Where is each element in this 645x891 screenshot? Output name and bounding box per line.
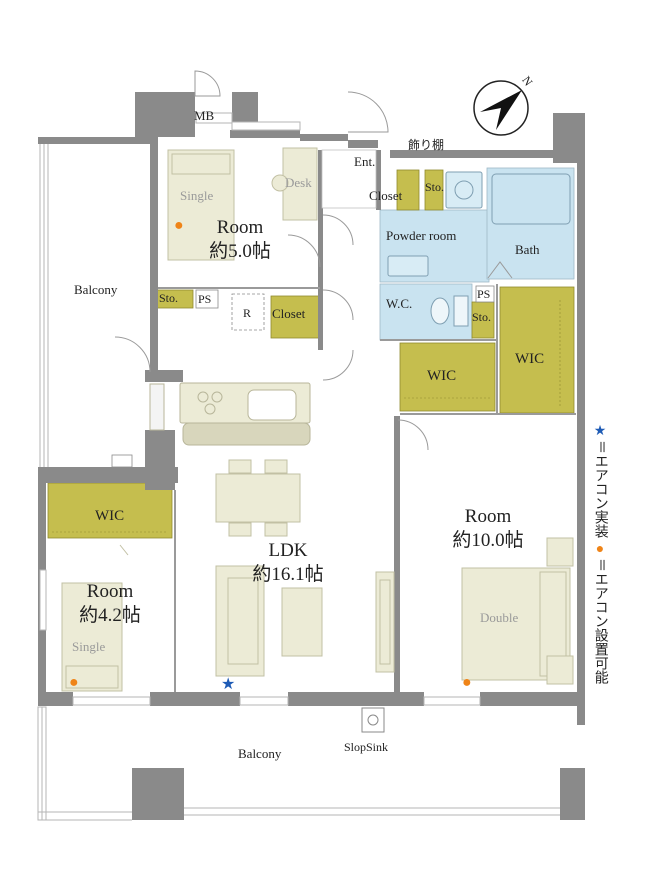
closet-entrance-label: Closet — [369, 188, 403, 203]
fridge-space — [231, 293, 265, 331]
wic-west — [47, 482, 173, 539]
balcony-west-label: Balcony — [74, 282, 118, 297]
powder-room-label: Powder room — [386, 228, 457, 243]
ac-possible-marker-west: ● — [69, 674, 79, 691]
kitchen — [149, 382, 311, 446]
ldk-size: 約16.1帖 — [252, 564, 324, 585]
room-east-furniture — [461, 537, 574, 685]
bath-label: Bath — [515, 242, 540, 257]
legend-star-icon: ★ — [593, 424, 607, 439]
ac-possible-marker-north: ● — [174, 217, 184, 234]
legend-dot-text: ＝エアコン設置可能 — [592, 557, 608, 684]
room-north-furniture — [167, 147, 318, 261]
room-east-title: Room 約10.0帖 — [440, 505, 536, 553]
storage-wc-label: Sto. — [472, 310, 492, 324]
storage-entrance — [424, 169, 444, 211]
ps-box-wc — [475, 285, 495, 303]
ps-box-north — [195, 289, 219, 309]
room-west-title: Room 約4.2帖 — [70, 580, 150, 628]
closet-entrance — [396, 169, 420, 211]
legend-star-text: ＝エアコン実装 — [592, 439, 608, 538]
storage-north-label: Sto. — [159, 291, 179, 305]
legend: ★ ＝エアコン実装 ● ＝エアコン設置可能 — [590, 424, 610, 688]
walls — [38, 92, 585, 820]
closets — [47, 169, 575, 539]
wc-label: W.C. — [386, 296, 413, 311]
balcony-west-outline — [39, 137, 49, 469]
wic-east — [499, 286, 575, 414]
compass — [473, 80, 529, 136]
room-north-size: 約5.0帖 — [209, 241, 271, 262]
room-west-furniture — [61, 544, 129, 692]
desk-label: Desk — [285, 175, 312, 190]
windows — [39, 112, 481, 706]
bath-fixtures — [387, 171, 571, 327]
ps-north-label: PS — [198, 292, 212, 306]
closet-north-label: Closet — [272, 306, 306, 321]
balcony-south-outline — [37, 706, 560, 821]
closet-hatching — [52, 300, 561, 533]
room-north-name: Room — [216, 217, 264, 238]
ps-wc-label: PS — [477, 287, 491, 301]
entrance-label: Ent. — [354, 154, 376, 169]
wic-west-label: WIC — [95, 508, 125, 524]
legend-dot-icon: ● — [595, 542, 605, 557]
ldk-name: LDK — [268, 540, 308, 561]
living-set — [215, 565, 395, 677]
room-north-title: Room 約5.0帖 — [200, 216, 280, 264]
double-bed-label: Double — [480, 610, 519, 625]
entrance-floor — [321, 149, 377, 209]
storage-entrance-label: Sto. — [425, 180, 445, 194]
wic-hall-label: WIC — [427, 368, 457, 384]
room-east-size: 約10.0帖 — [452, 530, 524, 551]
wic-east-label: WIC — [515, 351, 545, 367]
room-east-name: Room — [464, 506, 512, 527]
door-swings — [114, 70, 513, 451]
display-shelf-label: 飾り棚 — [408, 138, 445, 152]
room-west-name: Room — [86, 581, 134, 602]
ac-possible-marker-east: ● — [462, 674, 472, 691]
refrigerator-label: R — [243, 306, 252, 320]
single-bed-north-label: Single — [180, 188, 214, 203]
ldk-title: LDK 約16.1帖 — [240, 539, 336, 587]
single-bed-west-label: Single — [72, 639, 106, 654]
wic-hall — [399, 342, 496, 412]
ac-installed-marker-ldk: ★ — [221, 676, 236, 693]
slop-sink-label: SlopSink — [344, 740, 389, 754]
dining-set — [215, 459, 301, 537]
balcony-box — [111, 454, 133, 468]
slop-sink — [361, 707, 385, 733]
mb-label: MB — [194, 108, 215, 123]
balcony-south-label: Balcony — [238, 746, 282, 761]
partitions — [158, 284, 576, 692]
room-west-size: 約4.2帖 — [79, 605, 141, 626]
